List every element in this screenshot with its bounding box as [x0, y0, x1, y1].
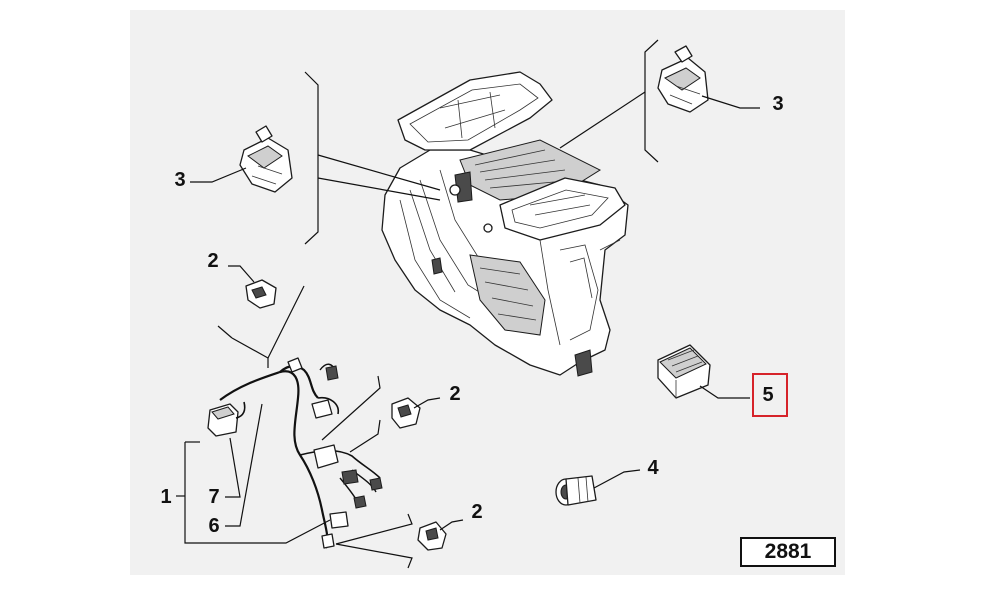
sensor-part-4 — [555, 475, 597, 506]
clip-part-2-mid — [391, 397, 421, 429]
callout-5: 5 — [762, 384, 773, 406]
leader-lines — [176, 39, 760, 569]
clip-part-2-left — [245, 279, 277, 309]
hvac-housing-assembly — [381, 71, 629, 377]
callout-4: 4 — [647, 457, 659, 479]
callout-2-bottom: 2 — [471, 501, 482, 523]
callout-3-left: 3 — [174, 169, 185, 191]
actuator-part-3-top-right — [657, 45, 709, 113]
actuator-part-3-left — [239, 125, 293, 193]
callout-2-left: 2 — [207, 250, 218, 272]
diagram-reference-number: 2881 — [740, 537, 836, 567]
highlight-box-part-5 — [752, 373, 788, 417]
callout-2-mid: 2 — [449, 383, 460, 405]
callout-7: 7 — [208, 486, 219, 508]
control-module-part-5 — [657, 344, 711, 399]
callout-1: 1 — [160, 486, 171, 508]
wiring-harness-part-1 — [219, 357, 383, 549]
callout-3-top-right: 3 — [772, 93, 783, 115]
callout-labels: 3 3 2 2 2 5 4 1 7 6 — [160, 93, 783, 537]
connector-part-7 — [207, 401, 246, 437]
clip-part-2-bottom — [417, 521, 447, 551]
callout-6: 6 — [208, 515, 219, 537]
